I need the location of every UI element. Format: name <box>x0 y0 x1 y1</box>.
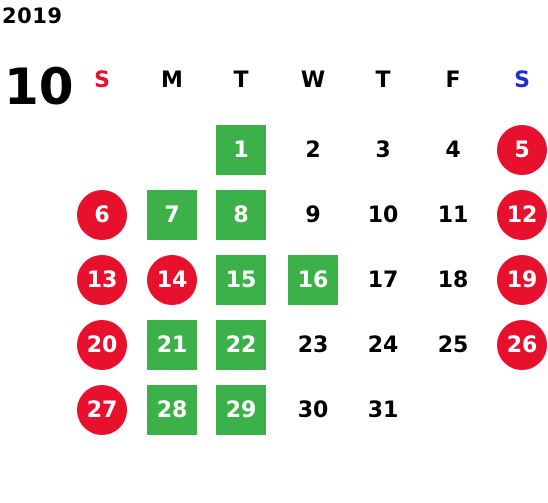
day-cell-17[interactable]: 17 <box>367 267 399 293</box>
day-cell-29[interactable]: 29 <box>216 385 266 435</box>
day-cell-6[interactable]: 6 <box>77 190 127 240</box>
day-cell-28[interactable]: 28 <box>147 385 197 435</box>
day-cell-12[interactable]: 12 <box>497 190 547 240</box>
day-cell-3[interactable]: 3 <box>375 137 391 163</box>
weekday-header-sunday: S <box>94 68 110 93</box>
day-cell-2[interactable]: 2 <box>305 137 321 163</box>
day-cell-5[interactable]: 5 <box>497 125 547 175</box>
day-cell-15[interactable]: 15 <box>216 255 266 305</box>
weekday-header-saturday: S <box>514 68 530 93</box>
day-cell-26[interactable]: 26 <box>497 320 547 370</box>
day-cell-19[interactable]: 19 <box>497 255 547 305</box>
day-cell-8[interactable]: 8 <box>216 190 266 240</box>
calendar-month: 10 <box>4 58 74 116</box>
day-cell-24[interactable]: 24 <box>367 332 399 358</box>
day-cell-23[interactable]: 23 <box>297 332 329 358</box>
day-cell-9[interactable]: 9 <box>305 202 321 228</box>
day-cell-27[interactable]: 27 <box>77 385 127 435</box>
day-cell-13[interactable]: 13 <box>77 255 127 305</box>
weekday-header-friday: F <box>445 68 461 93</box>
day-cell-7[interactable]: 7 <box>147 190 197 240</box>
day-cell-18[interactable]: 18 <box>437 267 469 293</box>
weekday-header-monday: M <box>161 68 183 93</box>
day-cell-11[interactable]: 11 <box>437 202 469 228</box>
day-cell-4[interactable]: 4 <box>445 137 461 163</box>
calendar-year: 2019 <box>2 4 63 28</box>
day-cell-10[interactable]: 10 <box>367 202 399 228</box>
day-cell-16[interactable]: 16 <box>288 255 338 305</box>
day-cell-22[interactable]: 22 <box>216 320 266 370</box>
day-cell-20[interactable]: 20 <box>77 320 127 370</box>
day-cell-1[interactable]: 1 <box>216 125 266 175</box>
weekday-header-thursday: T <box>375 68 391 93</box>
day-cell-21[interactable]: 21 <box>147 320 197 370</box>
day-cell-30[interactable]: 30 <box>297 397 329 423</box>
weekday-header-tuesday: T <box>233 68 249 93</box>
weekday-header-wednesday: W <box>300 68 326 93</box>
day-cell-14[interactable]: 14 <box>147 255 197 305</box>
day-cell-31[interactable]: 31 <box>367 397 399 423</box>
day-cell-25[interactable]: 25 <box>437 332 469 358</box>
